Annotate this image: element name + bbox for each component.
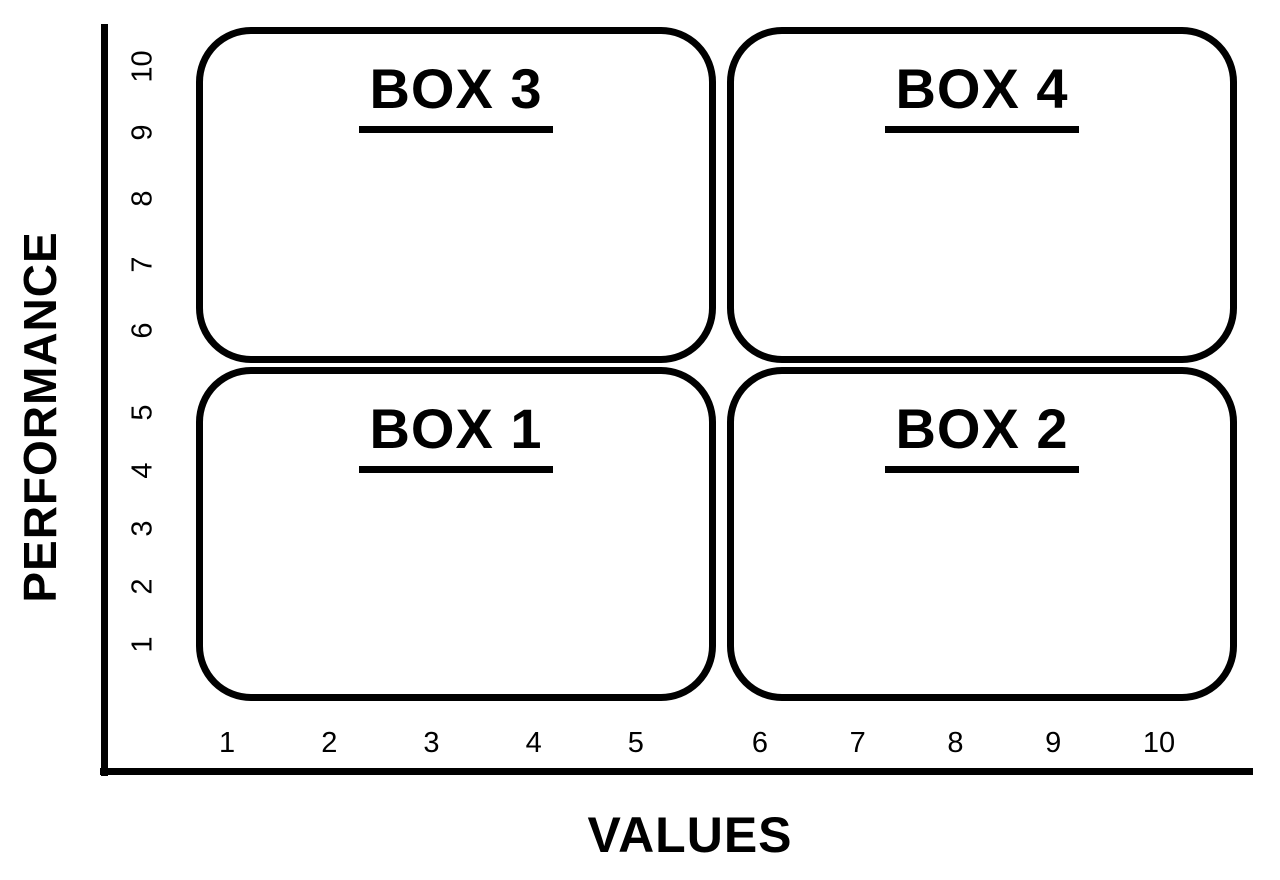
box-4-label: BOX 4 (885, 59, 1079, 133)
x-tick-10: 10 (1142, 726, 1176, 759)
x-tick-2: 2 (321, 726, 338, 759)
x-tick-4: 4 (525, 726, 542, 759)
y-tick-6: 6 (126, 321, 159, 339)
x-tick-8: 8 (947, 726, 964, 759)
y-tick-7: 7 (126, 255, 159, 273)
x-tick-9: 9 (1045, 726, 1062, 759)
y-axis-ticks-bottom: 5 4 3 2 1 (120, 383, 166, 673)
x-tick-5: 5 (627, 726, 644, 759)
x-axis-title: VALUES (587, 807, 793, 863)
x-axis-line (100, 768, 1253, 775)
y-axis-title: PERFORMANCE (14, 231, 66, 603)
x-tick-6: 6 (751, 726, 768, 759)
x-tick-7: 7 (849, 726, 866, 759)
x-axis-ticks-left: 1 2 3 4 5 (176, 722, 687, 764)
x-tick-3: 3 (423, 726, 440, 759)
quadrant-box-1: BOX 1 (196, 367, 716, 701)
y-axis-line (101, 24, 108, 776)
y-tick-2: 2 (126, 577, 159, 595)
quadrant-box-4: BOX 4 (727, 27, 1237, 363)
quadrant-box-2: BOX 2 (727, 367, 1237, 701)
y-axis-ticks-top: 10 9 8 7 6 (120, 33, 166, 363)
box-1-label: BOX 1 (359, 399, 553, 473)
box-3-label: BOX 3 (359, 59, 553, 133)
y-tick-5: 5 (126, 403, 159, 421)
y-tick-8: 8 (126, 189, 159, 207)
x-axis-ticks-right: 6 7 8 9 10 (711, 722, 1216, 764)
y-tick-10: 10 (126, 49, 159, 83)
x-tick-1: 1 (219, 726, 236, 759)
quadrant-box-3: BOX 3 (196, 27, 716, 363)
y-tick-4: 4 (126, 461, 159, 479)
y-tick-1: 1 (126, 635, 159, 653)
box-2-label: BOX 2 (885, 399, 1079, 473)
y-tick-9: 9 (126, 123, 159, 141)
y-tick-3: 3 (126, 519, 159, 537)
